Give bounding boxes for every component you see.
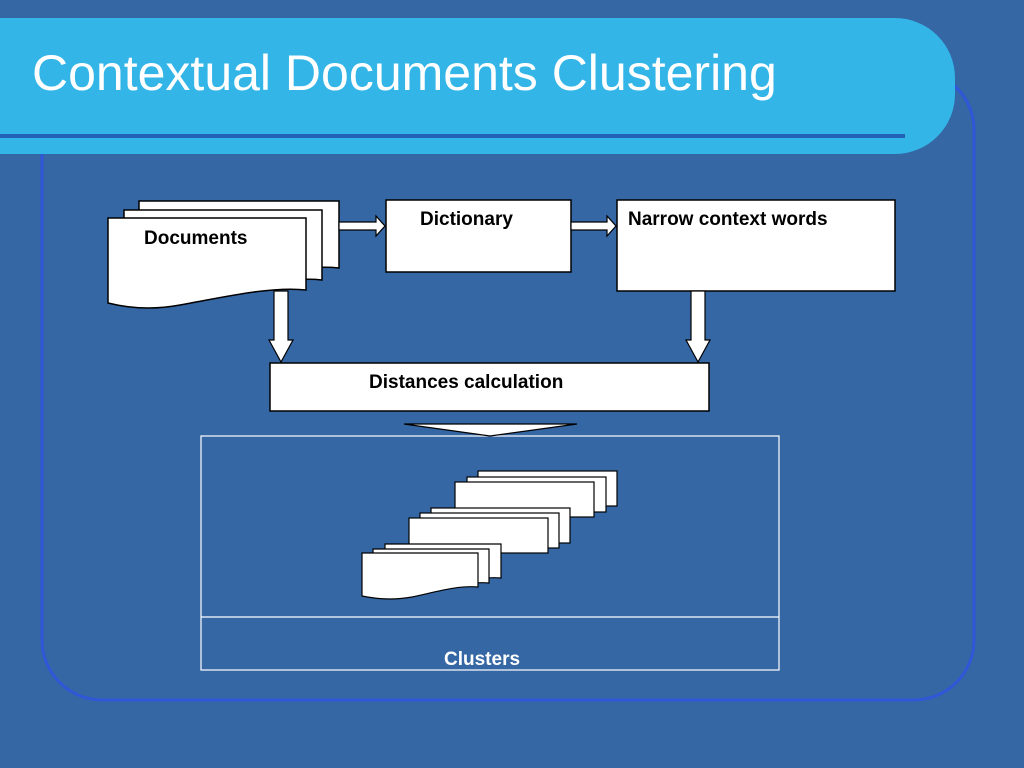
distances-box [269, 362, 710, 412]
documents-node [107, 200, 340, 309]
distances-label: Distances calculation [369, 372, 564, 393]
arrow-distances-to-clusters [403, 423, 578, 437]
title-underline [0, 134, 905, 138]
arrow-documents-to-dictionary [338, 214, 386, 238]
narrow-context-box [616, 199, 896, 292]
clusters-label: Clusters [444, 649, 521, 670]
slide-title: Contextual Documents Clustering [32, 45, 777, 101]
dictionary-box [385, 199, 572, 273]
arrow-narrow-to-distances [684, 290, 712, 364]
arrow-documents-to-distances [267, 290, 295, 364]
narrow-context-label: Narrow context words [628, 209, 828, 230]
arrow-dictionary-to-narrow [570, 214, 617, 238]
title-banner [0, 18, 955, 154]
dictionary-label: Dictionary [420, 209, 513, 230]
documents-label: Documents [144, 228, 248, 249]
cluster-documents [361, 470, 618, 600]
